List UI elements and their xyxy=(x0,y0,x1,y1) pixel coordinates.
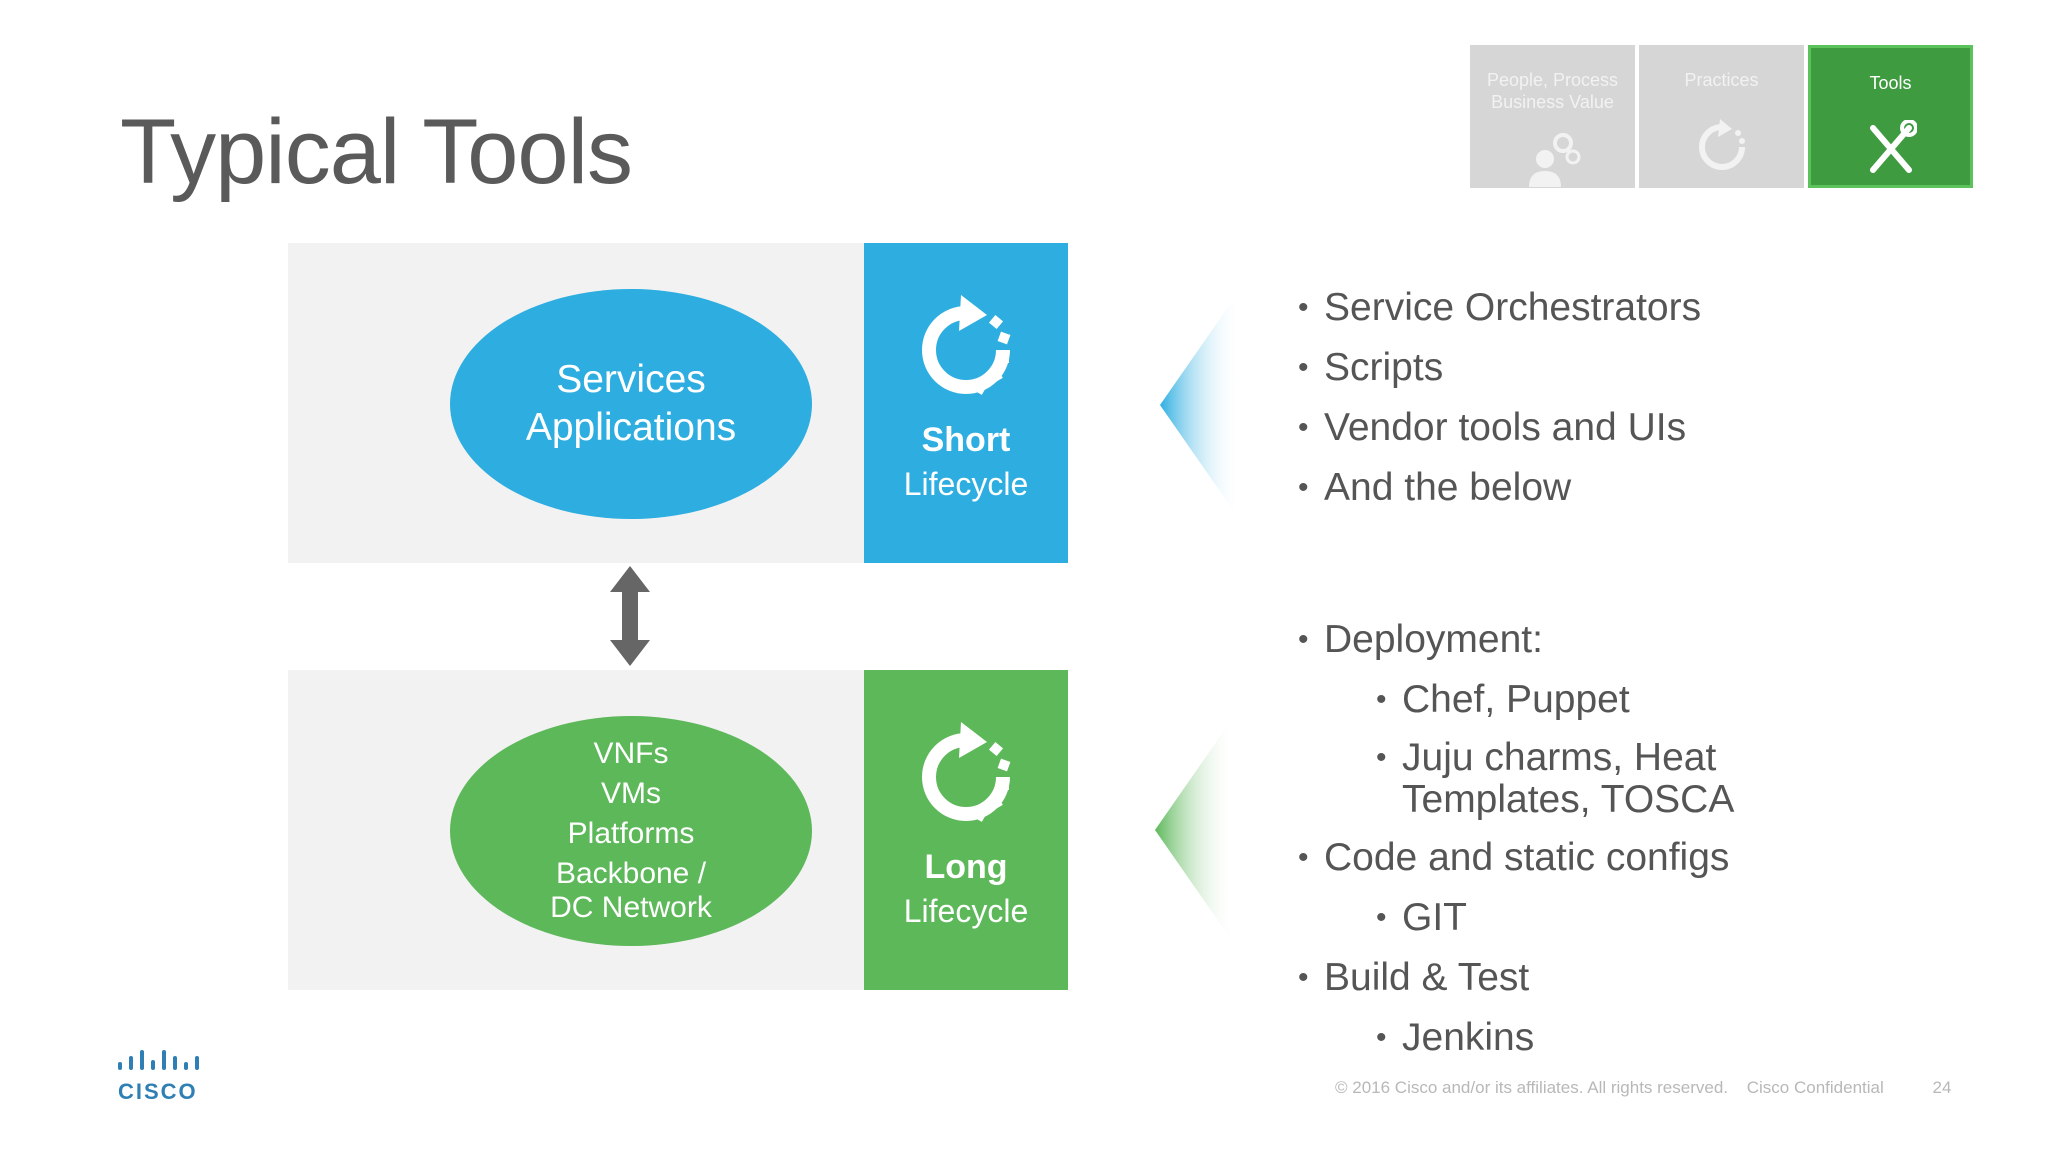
slide-title: Typical Tools xyxy=(120,101,633,203)
short-lifecycle-box: Short Lifecycle xyxy=(864,243,1068,563)
lifecycle-bold-label: Short xyxy=(921,421,1011,459)
confidential-text: Cisco Confidential xyxy=(1746,1078,1884,1097)
list-subitem: Chef, Puppet xyxy=(1376,677,1734,723)
bottom-bullet-list: Deployment: Chef, Puppet Juju charms, He… xyxy=(1298,617,1734,1075)
slide-footer: © 2016 Cisco and/or its affiliates. All … xyxy=(1335,1078,1965,1098)
lifecycle-label: Lifecycle xyxy=(903,893,1029,929)
ellipse-line: Backbone / xyxy=(555,857,707,890)
cycle-icon xyxy=(1698,119,1745,170)
lifecycle-label: Lifecycle xyxy=(903,466,1029,502)
tile-people-process[interactable]: People, Process Business Value xyxy=(1470,45,1635,188)
infrastructure-ellipse: VNFs VMs Platforms Backbone / DC Network xyxy=(450,716,812,946)
list-subitem: Jenkins xyxy=(1376,1015,1734,1061)
list-item-deployment: Deployment: xyxy=(1298,617,1734,663)
tile-label: Tools xyxy=(1869,73,1912,93)
chevron-connector-icon xyxy=(1160,290,1240,520)
services-panel: Services Applications Short Lifecycle xyxy=(288,243,1068,563)
tile-tools[interactable]: Tools xyxy=(1808,45,1973,188)
ellipse-line: Applications xyxy=(525,406,737,449)
tools-icon xyxy=(1869,120,1917,173)
list-item: Vendor tools and UIs xyxy=(1298,405,1701,451)
logo-text: CISCO xyxy=(118,1079,198,1104)
tile-practices[interactable]: Practices xyxy=(1639,45,1804,188)
tile-label: Practices xyxy=(1684,70,1759,90)
cycle-icon xyxy=(922,295,1011,395)
list-subitem-line: Juju charms, Heat xyxy=(1402,736,1717,779)
up-down-arrow-icon xyxy=(610,566,650,666)
lifecycle-bold-label: Long xyxy=(924,848,1008,886)
list-item: And the below xyxy=(1298,465,1701,511)
cisco-bars-icon xyxy=(118,1050,199,1070)
chevron-connector-icon xyxy=(1155,715,1235,945)
list-subitem: GIT xyxy=(1376,895,1734,941)
page-number: 24 xyxy=(1932,1078,1952,1097)
long-lifecycle-box: Long Lifecycle xyxy=(864,670,1068,990)
people-gears-icon xyxy=(1528,133,1580,187)
ellipse-line: DC Network xyxy=(550,891,712,924)
infrastructure-panel: VNFs VMs Platforms Backbone / DC Network… xyxy=(288,670,1068,990)
ellipse-line: Platforms xyxy=(567,817,695,850)
list-subitem: Juju charms, Heat Templates, TOSCA xyxy=(1376,737,1734,821)
cycle-icon xyxy=(922,722,1011,822)
copyright-text: © 2016 Cisco and/or its affiliates. All … xyxy=(1335,1078,1729,1097)
ellipse-line: VNFs xyxy=(593,737,669,770)
services-ellipse: Services Applications xyxy=(450,289,812,519)
top-bullet-list: Service Orchestrators Scripts Vendor too… xyxy=(1298,285,1701,525)
cisco-logo: CISCO xyxy=(118,1050,202,1105)
list-subitem-line: Templates, TOSCA xyxy=(1402,778,1735,821)
list-item: Scripts xyxy=(1298,345,1701,391)
ellipse-line: Services xyxy=(556,358,706,401)
ellipse-line: VMs xyxy=(601,777,661,810)
list-item-code: Code and static configs xyxy=(1298,835,1734,881)
nav-tiles: People, Process Business Value Practices… xyxy=(1470,45,1973,188)
list-item: Service Orchestrators xyxy=(1298,285,1701,331)
tile-label: People, Process Business Value xyxy=(1486,70,1619,112)
list-item-build: Build & Test xyxy=(1298,955,1734,1001)
